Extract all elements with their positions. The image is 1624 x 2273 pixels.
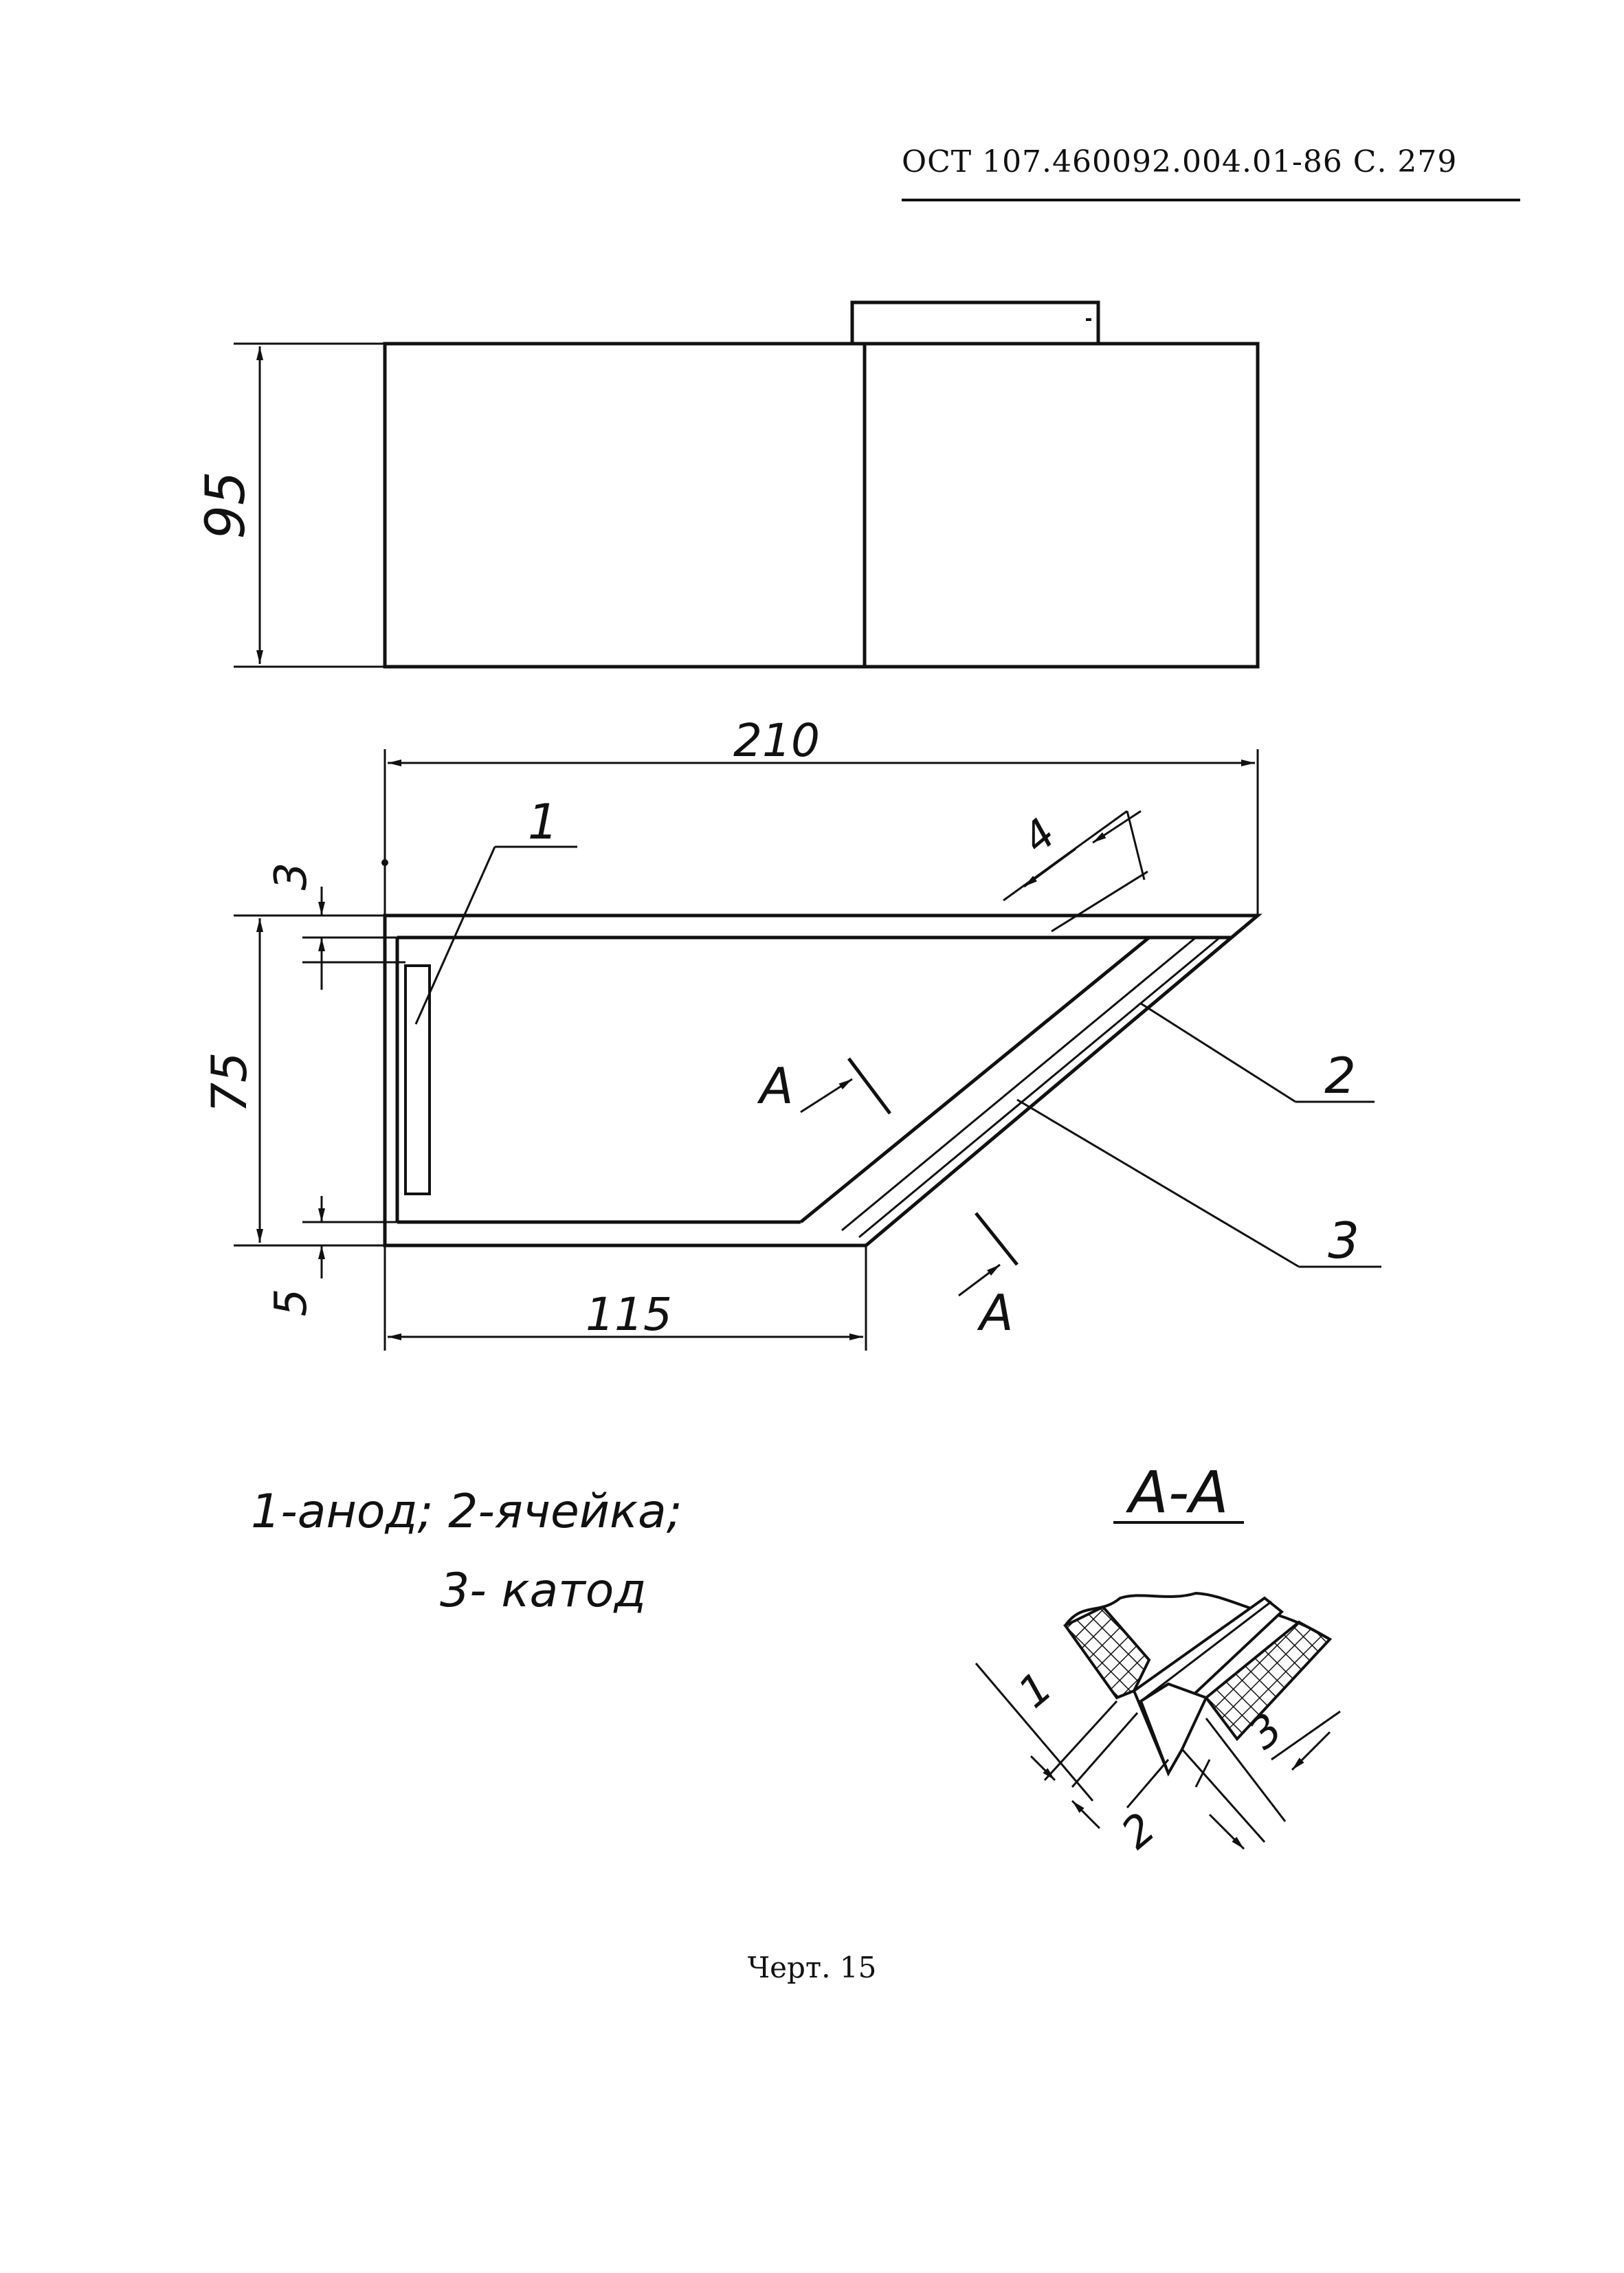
cell-thickness-label: 4 [1014,810,1065,863]
section-mark-right [958,1212,1019,1297]
front-view-tab [850,300,1100,346]
cell-thickness-dimension [1003,810,1148,933]
cell-leader [1140,1002,1375,1103]
height-dimension [234,342,385,668]
plan-view [381,859,1263,1248]
anode-leader [414,845,577,1025]
left-dimensions [234,887,405,1278]
section-dim-1: 1 [1009,1662,1062,1718]
left-wall-section [1063,1605,1151,1700]
bottom-length-label: 115 [586,1288,672,1341]
bottom-thickness-label: 5 [266,1289,317,1317]
width-dimension [383,749,1259,916]
anode-callout: 1 [528,794,559,850]
height-dimension-label: 95 [195,471,257,539]
section-dimensions [975,1663,1341,1850]
section-view-title: А-А [1125,1459,1228,1526]
section-view [1063,1591,1333,1777]
front-view-body [383,342,1260,669]
header-underline [902,199,1520,201]
cathode-leader [1016,1098,1381,1268]
bottom-length-dimension [383,1245,867,1351]
right-wall-section [1204,1620,1333,1742]
anode-plate [404,964,431,1195]
front-view [383,300,1260,669]
figure-caption: Черт. 15 [747,1951,877,1984]
cathode-section [1139,1682,1208,1777]
top-thickness-label: 3 [266,863,317,891]
document-reference: ОСТ 107.460092.004.01-86 С. 279 [902,144,1458,179]
section-dim-2: 2 [1112,1803,1165,1859]
cathode-callout: 3 [1328,1212,1359,1269]
legend-line-2: 3- катод [440,1564,647,1618]
section-mark-left-label: А [757,1057,793,1115]
section-mark-right-label: А [977,1284,1013,1342]
legend-line-1: 1-анод; 2-ячейка; [251,1485,682,1539]
width-dimension-label: 210 [733,714,820,767]
plan-outer-contour [383,913,1263,1248]
cell-callout: 2 [1324,1047,1356,1105]
inner-height-label: 75 [201,1052,258,1113]
section-mark-left [800,1057,891,1115]
